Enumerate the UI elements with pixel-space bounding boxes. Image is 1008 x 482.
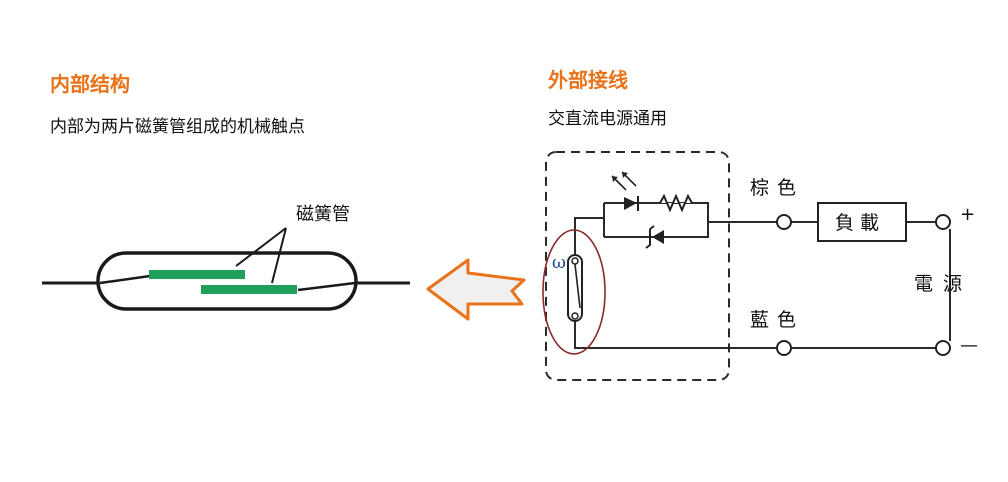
reed-label: 磁簧管 [296, 204, 350, 225]
terminal-plus [935, 214, 951, 230]
terminal-minus [935, 340, 951, 356]
plus-sign: + [960, 204, 975, 225]
minus-sign: — [960, 335, 978, 356]
reed-switch-highlight [542, 229, 606, 355]
brown-wire-label: 棕色 [750, 177, 804, 199]
internal-structure-title: 内部结构 [50, 72, 130, 96]
power-label: 電源 [914, 273, 972, 295]
load-box [817, 202, 907, 242]
inner-lead-right [297, 281, 356, 292]
zener-diode [645, 225, 664, 249]
circuit-wires [574, 202, 951, 349]
reed-blade-upper [149, 270, 245, 279]
arrow-left-icon [426, 258, 526, 321]
pointer-line-1 [235, 227, 287, 267]
terminal-brown [776, 214, 792, 230]
reed-blade-lower [201, 285, 297, 294]
inner-lead-left [99, 274, 151, 285]
external-wiring-title: 外部接线 [548, 68, 628, 92]
blue-wire-label: 藍色 [750, 309, 804, 331]
pointer-line-2 [271, 227, 287, 284]
sensor-boundary [545, 151, 730, 381]
led-indicator [611, 171, 639, 211]
reed-switch-tube: 磁簧管 [42, 204, 410, 311]
reed-switch-symbol: ω [552, 253, 583, 322]
switch-symbol-glyph: ω [552, 253, 566, 273]
glass-envelope [96, 251, 358, 311]
resistor [659, 193, 693, 213]
external-wiring-subtitle: 交直流电源通用 [548, 109, 667, 129]
load-label: 負載 [835, 212, 885, 234]
terminal-blue [776, 340, 792, 356]
internal-structure-subtitle: 内部为两片磁簧管组成的机械触点 [50, 117, 305, 137]
